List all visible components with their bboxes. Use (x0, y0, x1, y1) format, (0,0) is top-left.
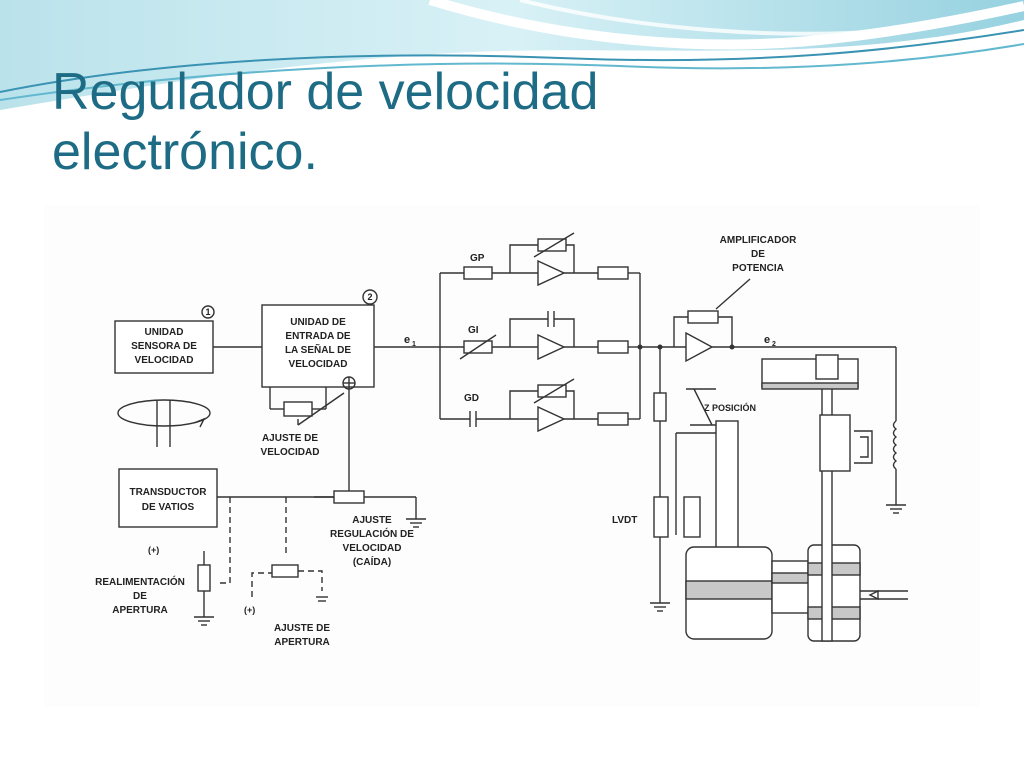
svg-text:DE: DE (133, 591, 147, 602)
slide-title-line1: Regulador de velocidad (52, 63, 599, 121)
svg-text:VELOCIDAD: VELOCIDAD (343, 543, 402, 554)
svg-text:APERTURA: APERTURA (112, 605, 168, 616)
marker-1: 1 (205, 307, 210, 317)
svg-text:REGULACIÓN DE: REGULACIÓN DE (330, 527, 414, 540)
svg-text:LA SEÑAL DE: LA SEÑAL DE (285, 343, 351, 356)
actuator-coil (886, 347, 906, 514)
speed-adjust-potentiometer: AJUSTE DE VELOCIDAD (261, 387, 345, 458)
power-amplifier: AMPLIFICADOR DE POTENCIA (673, 235, 896, 363)
svg-text:GI: GI (468, 325, 479, 336)
input-unit-block: UNIDAD DE ENTRADA DE LA SEÑAL DE VELOCID… (261, 289, 378, 390)
svg-text:VELOCIDAD: VELOCIDAD (289, 359, 348, 370)
slide-title: Regulador de velocidad electrónico. (52, 62, 598, 182)
svg-text:POTENCIA: POTENCIA (732, 263, 784, 274)
svg-text:1: 1 (412, 341, 416, 348)
svg-text:AJUSTE DE: AJUSTE DE (262, 433, 318, 444)
opening-feedback-potentiometer: (+) REALIMENTACIÓN DE APERTURA (95, 545, 214, 626)
svg-text:TRANSDUCTOR: TRANSDUCTOR (129, 487, 207, 498)
svg-text:DE: DE (751, 249, 765, 260)
svg-text:AJUSTE DE: AJUSTE DE (274, 623, 330, 634)
svg-text:REALIMENTACIÓN: REALIMENTACIÓN (95, 575, 185, 588)
lvdt-sensor: LVDT (612, 347, 716, 612)
z-position-label: Z POSICIÓN (704, 402, 756, 413)
hydraulic-actuator (685, 354, 908, 642)
svg-text:AMPLIFICADOR: AMPLIFICADOR (720, 235, 797, 246)
pid-controller-network: GP GI GD (439, 232, 641, 433)
slide-title-line2: electrónico. (52, 123, 318, 181)
rotation-shaft-icon (117, 399, 211, 447)
svg-text:SENSORA DE: SENSORA DE (131, 341, 197, 352)
svg-text:VELOCIDAD: VELOCIDAD (261, 447, 320, 458)
header-wave-banner (0, 0, 1024, 110)
svg-text:GP: GP (470, 253, 485, 264)
svg-text:(+): (+) (244, 605, 255, 615)
marker-2: 2 (367, 292, 372, 302)
watt-transducer-block: TRANSDUCTOR DE VATIOS (118, 468, 218, 528)
signal-e2-label: e (764, 334, 770, 346)
svg-text:GD: GD (464, 393, 479, 404)
signal-e1-label: e (404, 334, 410, 346)
svg-text:UNIDAD DE: UNIDAD DE (290, 317, 346, 328)
speed-regulator-diagram: UNIDAD SENSORA DE VELOCIDAD 1 UNIDAD DE … (44, 205, 980, 707)
svg-text:AJUSTE: AJUSTE (352, 515, 392, 526)
svg-text:VELOCIDAD: VELOCIDAD (135, 355, 194, 366)
opening-adjust-potentiometer: (+) AJUSTE DE APERTURA (244, 564, 330, 648)
svg-text:(+): (+) (148, 545, 159, 555)
droop-adjust-label: AJUSTE REGULACIÓN DE VELOCIDAD (CAÍDA) (330, 515, 414, 568)
svg-text:(CAÍDA): (CAÍDA) (353, 555, 391, 568)
svg-text:2: 2 (772, 341, 776, 348)
svg-text:UNIDAD: UNIDAD (145, 327, 184, 338)
sensor-unit-block: UNIDAD SENSORA DE VELOCIDAD 1 (114, 305, 215, 374)
svg-text:ENTRADA DE: ENTRADA DE (285, 331, 351, 342)
svg-text:LVDT: LVDT (612, 515, 637, 526)
svg-text:APERTURA: APERTURA (274, 637, 330, 648)
svg-text:DE VATIOS: DE VATIOS (142, 502, 195, 513)
circuit-schematic: UNIDAD SENSORA DE VELOCIDAD 1 UNIDAD DE … (95, 232, 908, 648)
